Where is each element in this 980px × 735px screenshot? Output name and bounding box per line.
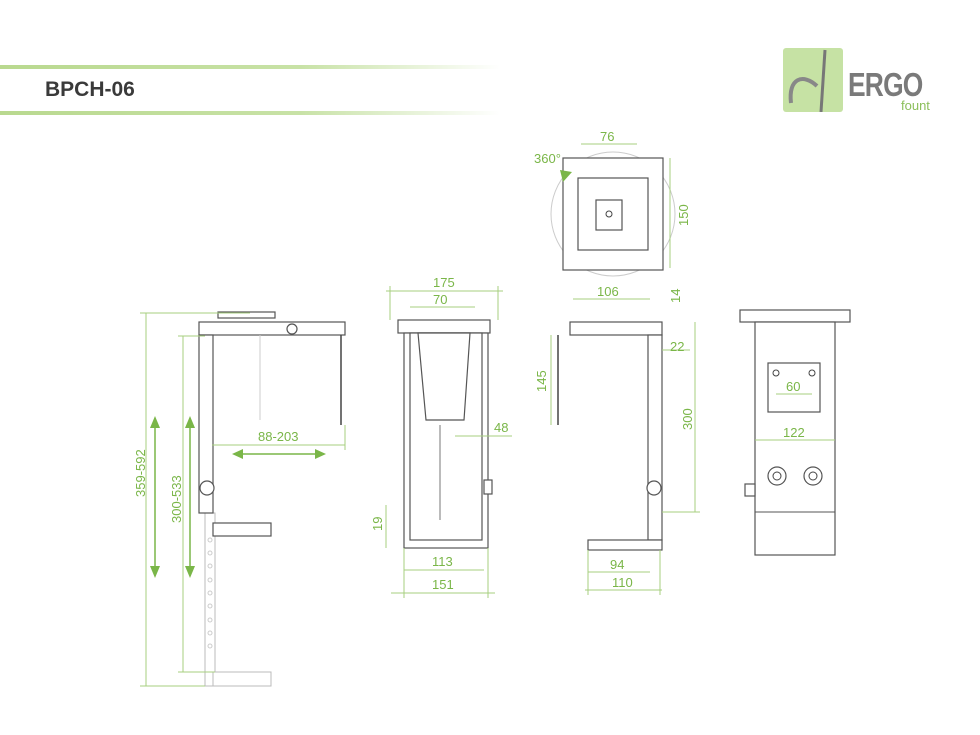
header-top-line	[0, 65, 500, 69]
dim-shelf-outer: 110	[612, 575, 633, 590]
mount-bracket	[417, 332, 471, 421]
side-knob-icon	[744, 483, 756, 497]
dim-width: 122	[783, 425, 805, 440]
dim-outer-width: 151	[432, 577, 454, 592]
side-view: 359-592 300-533 88-203	[133, 311, 346, 687]
page-title: BPCH-06	[45, 78, 135, 101]
logo-sub: fount	[901, 98, 930, 113]
arrow-down-icon	[185, 566, 195, 578]
logo-brand: ERGO	[848, 66, 923, 103]
vertical-rail	[647, 334, 663, 541]
arrow-up-icon	[185, 416, 195, 428]
extension-rail	[204, 512, 216, 687]
mount-window	[767, 362, 821, 413]
dim-mount-width: 70	[433, 292, 447, 307]
dim-plate-width: 76	[600, 129, 614, 144]
dim-plate-height: 150	[676, 204, 691, 226]
rotation-circle	[550, 151, 676, 277]
dim-plate-offset: 14	[668, 289, 683, 303]
dim-plate-height: 145	[534, 370, 549, 392]
front-view: 175 70 48 19 113 151	[370, 275, 512, 598]
arrow-down-icon	[150, 566, 160, 578]
ergofount-logo: ERGO fount	[783, 44, 943, 118]
back-view: 60 122	[739, 309, 851, 556]
arrow-right-icon	[315, 449, 326, 459]
horizontal-arm	[198, 321, 346, 336]
dim-bottom-lip: 19	[370, 517, 385, 531]
top-plate	[397, 319, 491, 334]
knob-icon	[803, 466, 823, 486]
knob-icon	[483, 479, 493, 495]
lock-knob-icon	[646, 480, 662, 496]
logo-mark-icon	[783, 48, 843, 112]
bottom-shelf	[212, 522, 272, 537]
dim-top-width: 175	[433, 275, 455, 290]
dim-total-height: 359-592	[133, 449, 148, 497]
rotate-arrow-icon	[560, 170, 572, 182]
vertical-rail	[198, 334, 214, 514]
dim-inner-width: 113	[432, 554, 453, 569]
top-plate	[739, 309, 851, 323]
dim-depth: 48	[494, 420, 508, 435]
knob-icon	[286, 323, 298, 335]
dim-rail-width: 22	[670, 339, 684, 354]
dim-width-range: 88-203	[258, 429, 298, 444]
dim-inner-height: 300-533	[169, 475, 184, 523]
arrow-up-icon	[150, 416, 160, 428]
right-side-view: 106 14 145 22 300 94 110	[534, 284, 700, 595]
dim-hole-spacing: 60	[786, 379, 800, 394]
bottom-shelf	[587, 539, 663, 551]
dim-shelf-inner: 94	[610, 557, 624, 572]
header-bottom-line	[0, 111, 500, 115]
extension-foot	[212, 671, 272, 687]
dim-height: 300	[680, 408, 695, 430]
top-view: 76 150 360°	[534, 129, 691, 277]
top-plate	[217, 311, 276, 319]
lock-knob-icon	[199, 480, 215, 496]
dim-top-width: 106	[597, 284, 619, 299]
horizontal-arm	[569, 321, 663, 336]
knob-icon	[767, 466, 787, 486]
arrow-left-icon	[232, 449, 243, 459]
rotation-label: 360°	[534, 151, 561, 166]
center-block	[595, 199, 623, 231]
body	[754, 321, 836, 556]
